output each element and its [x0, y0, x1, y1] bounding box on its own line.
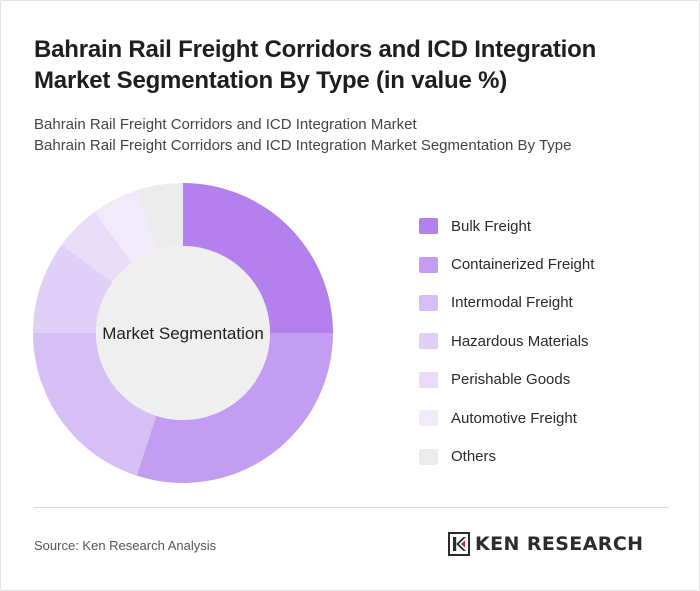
legend-label: Bulk Freight: [451, 217, 532, 235]
legend-label: Automotive Freight: [451, 409, 577, 427]
legend-swatch: [419, 294, 438, 311]
donut-center: [96, 246, 270, 420]
legend-swatch: [419, 333, 438, 350]
donut-slice-intermodal-freight: [33, 333, 157, 476]
legend-label: Others: [451, 448, 497, 466]
legend-label: Hazardous Materials: [451, 332, 589, 350]
legend-item: Perishable Goods: [419, 361, 689, 399]
legend-swatch: [419, 218, 438, 235]
source-note: Source: Ken Research Analysis: [34, 538, 217, 553]
donut-slice-automotive-freight: [94, 190, 157, 263]
legend-label: Perishable Goods: [451, 371, 571, 389]
donut-slice-bulk-freight: [183, 183, 333, 333]
donut-slice-perishable-goods: [61, 211, 132, 282]
legend-swatch: [419, 448, 438, 465]
donut-slice-containerized-freight: [136, 333, 333, 483]
legend-swatch: [419, 371, 438, 388]
legend-item: Containerized Freight: [419, 245, 689, 283]
legend-swatch: [419, 410, 438, 427]
chart-title: Bahrain Rail Freight Corridors and ICD I…: [34, 36, 597, 94]
legend-item: Automotive Freight: [419, 399, 689, 437]
ken-research-k-logo-icon: [448, 532, 470, 556]
legend-label: Containerized Freight: [451, 256, 595, 274]
legend-item: Intermodal Freight: [419, 284, 689, 322]
logo-text: KEN RESEARCH: [475, 533, 644, 555]
donut-chart: Market Segmentation: [33, 183, 333, 483]
legend-swatch: [419, 256, 438, 273]
legend-label: Intermodal Freight: [451, 294, 573, 312]
subtitle-line-2: Bahrain Rail Freight Corridors and ICD I…: [34, 137, 572, 154]
donut-slice-others: [136, 183, 183, 251]
legend-item: Hazardous Materials: [419, 322, 689, 360]
footer-divider: [34, 507, 669, 508]
ken-research-logo: KEN RESEARCH: [448, 531, 643, 557]
legend-item: Bulk Freight: [419, 207, 689, 245]
chart-subtitle: Bahrain Rail Freight Corridors and ICD I…: [34, 114, 674, 156]
donut-center-label: Market Segmentation: [102, 324, 264, 343]
legend-item: Others: [419, 437, 689, 475]
donut-slice-hazardous-materials: [33, 244, 113, 333]
subtitle-line-1: Bahrain Rail Freight Corridors and ICD I…: [34, 116, 417, 133]
